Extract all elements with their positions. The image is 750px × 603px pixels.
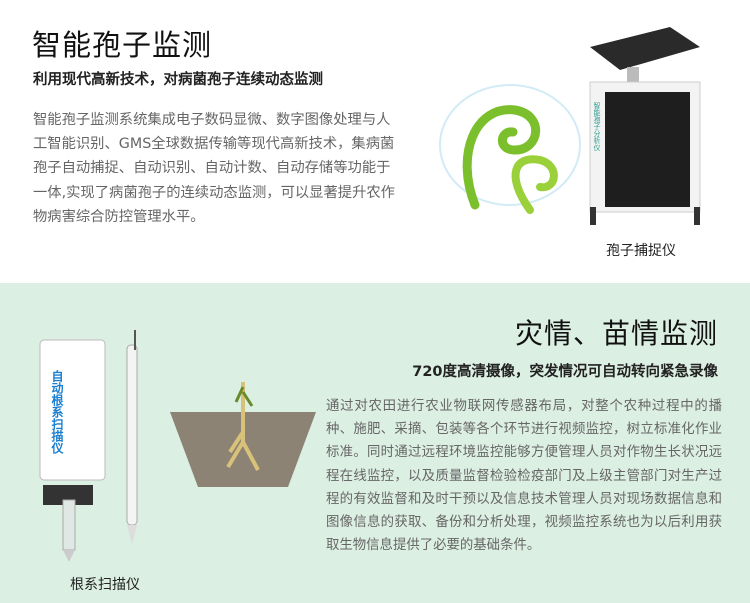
spore-subtitle: 利用现代高新技术，对病菌孢子连续动态监测: [33, 72, 323, 88]
root-scanner-device-image: 自动根系扫描仪: [39, 330, 138, 562]
disaster-description: 通过对农田进行农业物联网传感器布局，对整个农种过程中的播种、施肥、采摘、包装等各…: [326, 399, 722, 554]
spore-section: 智能孢子监测 利用现代高新技术，对病菌孢子连续动态监测 智能孢子监测系统集成电子…: [0, 0, 750, 283]
spore-title: 智能孢子监测: [32, 28, 213, 62]
root-soil-image: [170, 382, 316, 487]
spore-description: 智能孢子监测系统集成电子数码显微、数字图像处理与人工智能识别、GMS全球数据传输…: [33, 112, 395, 225]
spore-trap-device-image: 智能孢子分析仪: [589, 27, 701, 225]
spore-spiral-image: [439, 84, 581, 214]
disaster-title: 灾情、苗情监测: [514, 317, 718, 350]
disaster-subtitle: 720度高清摄像，突发情况可自动转向紧急录像: [412, 364, 718, 380]
root-device-label: 自动根系扫描仪: [50, 369, 64, 455]
spore-device-label: 智能孢子分析仪: [593, 101, 601, 151]
disaster-section: [0, 283, 750, 603]
root-device-caption: 根系扫描仪: [70, 577, 140, 593]
spore-device-caption: 孢子捕捉仪: [606, 243, 676, 259]
